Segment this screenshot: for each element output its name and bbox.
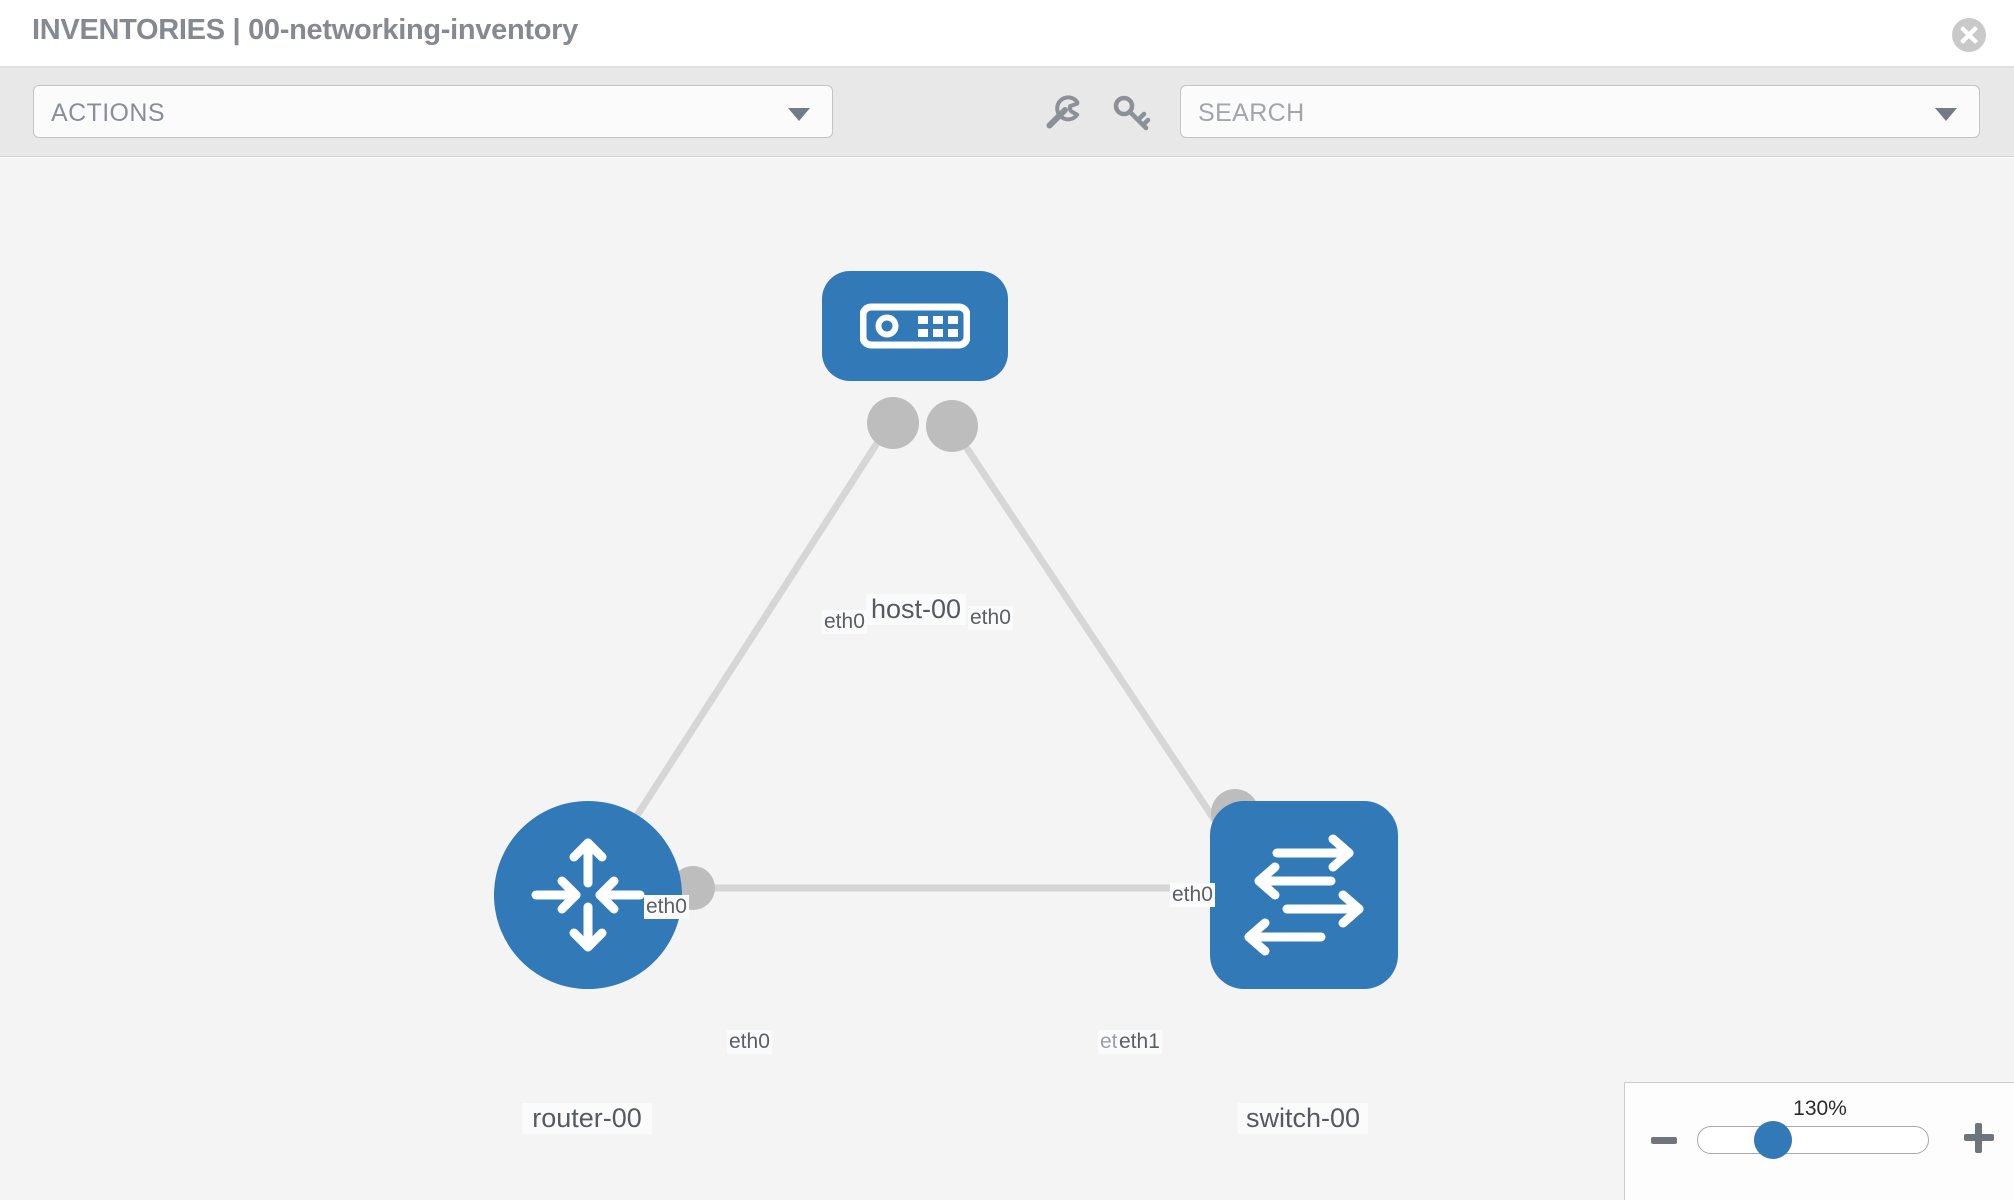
edge-label-router-up: eth0 (644, 895, 689, 919)
actions-dropdown[interactable]: ACTIONS (33, 85, 833, 138)
router-arrows-icon (531, 838, 645, 952)
page-header: INVENTORIES | 00-networking-inventory (0, 0, 2014, 68)
minus-icon[interactable] (1651, 1137, 1677, 1144)
edge-label-host-right: eth0 (968, 606, 1013, 630)
node-switch-label: switch-00 (1238, 1103, 1368, 1134)
zoom-slider-thumb[interactable] (1754, 1121, 1792, 1159)
topology-canvas[interactable]: host-00 router-00 (0, 158, 2014, 1200)
wrench-icon[interactable] (1040, 90, 1086, 136)
page-title: INVENTORIES | 00-networking-inventory (32, 14, 578, 46)
port-host-right (926, 400, 978, 452)
search-input[interactable]: SEARCH (1180, 85, 1980, 138)
chevron-down-icon (788, 108, 810, 121)
node-host-label: host-00 (866, 594, 966, 625)
chevron-down-icon (1935, 108, 1957, 121)
node-switch-shape[interactable] (1210, 801, 1398, 989)
edge-label-host-left: eth0 (822, 610, 867, 634)
server-icon (860, 303, 970, 349)
node-router-shape[interactable] (494, 801, 682, 989)
close-icon[interactable] (1952, 18, 1986, 52)
port-host-left (867, 397, 919, 449)
plus-icon[interactable] (1964, 1123, 1994, 1153)
node-router-label: router-00 (522, 1103, 652, 1134)
switch-arrows-icon (1244, 834, 1364, 955)
zoom-slider-track[interactable] (1697, 1126, 1929, 1154)
edge-label-switch-up: eth0 (1170, 883, 1215, 907)
edge-label-router-right: eth0 (727, 1030, 772, 1054)
node-host-shape[interactable] (822, 271, 1008, 381)
key-icon[interactable] (1108, 90, 1154, 136)
link-host-switch (947, 421, 1243, 860)
zoom-control-panel: 130% (1624, 1082, 2014, 1200)
edge-label-switch-left: eth1 (1117, 1030, 1162, 1054)
zoom-level-value: 130% (1793, 1097, 1847, 1120)
link-host-router (597, 421, 893, 875)
search-placeholder: SEARCH (1198, 99, 1305, 127)
actions-dropdown-label: ACTIONS (51, 99, 165, 127)
